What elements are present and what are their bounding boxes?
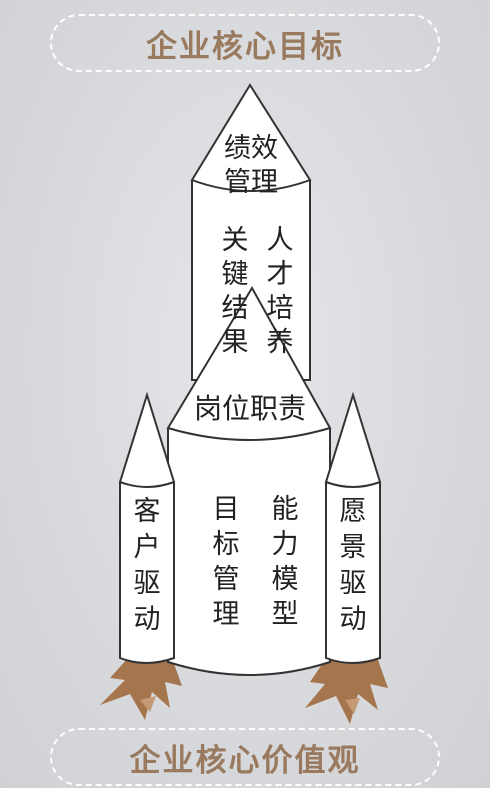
left-booster-label: 客户驱动 bbox=[133, 496, 161, 635]
core-values-text: 企业核心价值观 bbox=[129, 742, 361, 779]
nose-label: 绩效管理 bbox=[224, 133, 278, 198]
left-booster-body bbox=[119, 482, 175, 664]
right-booster-label: 愿景驱动 bbox=[339, 496, 367, 635]
lower-right-label: 能力模型 bbox=[271, 494, 299, 630]
lower-body bbox=[167, 428, 331, 676]
core-values-banner: 企业核心价值观 bbox=[50, 728, 440, 786]
nose-cone bbox=[190, 83, 312, 192]
right-booster-nose bbox=[324, 391, 382, 488]
lower-left-label: 目标管理 bbox=[212, 494, 240, 630]
core-goal-text: 企业核心目标 bbox=[146, 28, 344, 65]
right-booster-body bbox=[325, 482, 381, 664]
upper-left-label: 关键结果 bbox=[221, 225, 249, 358]
core-goal-banner: 企业核心目标 bbox=[50, 14, 440, 72]
right-flame bbox=[305, 660, 388, 724]
left-booster-nose bbox=[118, 391, 176, 488]
upper-right-label: 人才培养 bbox=[266, 225, 294, 358]
middle-cone bbox=[166, 286, 332, 441]
cone-label: 岗位职责 bbox=[193, 392, 306, 425]
left-flame bbox=[100, 658, 182, 720]
